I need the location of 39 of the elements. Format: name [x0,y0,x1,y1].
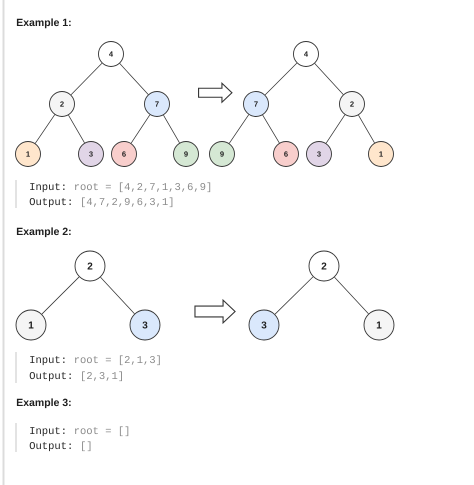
tree-node: 3 [130,310,160,340]
tree-edge [68,114,85,144]
code-value: root = [] [74,426,128,436]
code-label: Input: [30,427,64,436]
tree-edge [34,114,56,144]
heading: Example 1: [16,18,71,28]
tree-node: 2 [74,250,106,282]
code-label: Output: [30,442,71,452]
tree-node: 1 [364,310,394,340]
tree-node: 1 [16,310,46,340]
tree-edge [100,276,135,314]
tree-edge [42,276,80,314]
heading: Example 3: [16,398,71,408]
code-value: [2,3,1] [82,371,122,382]
tree-edge [262,114,280,144]
tree-edge [163,114,180,144]
code-value: root = [4,2,7,1,3,6,9] [74,182,210,192]
tree-edge [314,63,344,95]
tree-edge [334,276,369,314]
tree-edge [274,276,314,315]
tree-edge [358,114,375,144]
tree-edge [119,63,149,95]
heading: Example 2: [16,227,71,238]
code-label: Output: [30,372,71,382]
code-label: Input: [30,356,64,366]
tree-node: 2 [308,250,340,282]
tree-edge [228,114,250,144]
code-value: [] [82,441,90,452]
code-label: Output: [30,198,71,208]
code-value: [4,7,2,9,6,3,1] [82,197,172,208]
tree-edge [70,62,102,96]
tree-node: 3 [248,310,280,340]
block-arrow [194,298,236,324]
tree-edge [130,114,150,144]
tree-edge [326,114,346,144]
block-arrow [198,82,233,104]
tree-edge [264,62,298,96]
code-label: Input: [30,183,64,192]
code-value: root = [2,1,3] [74,355,160,366]
